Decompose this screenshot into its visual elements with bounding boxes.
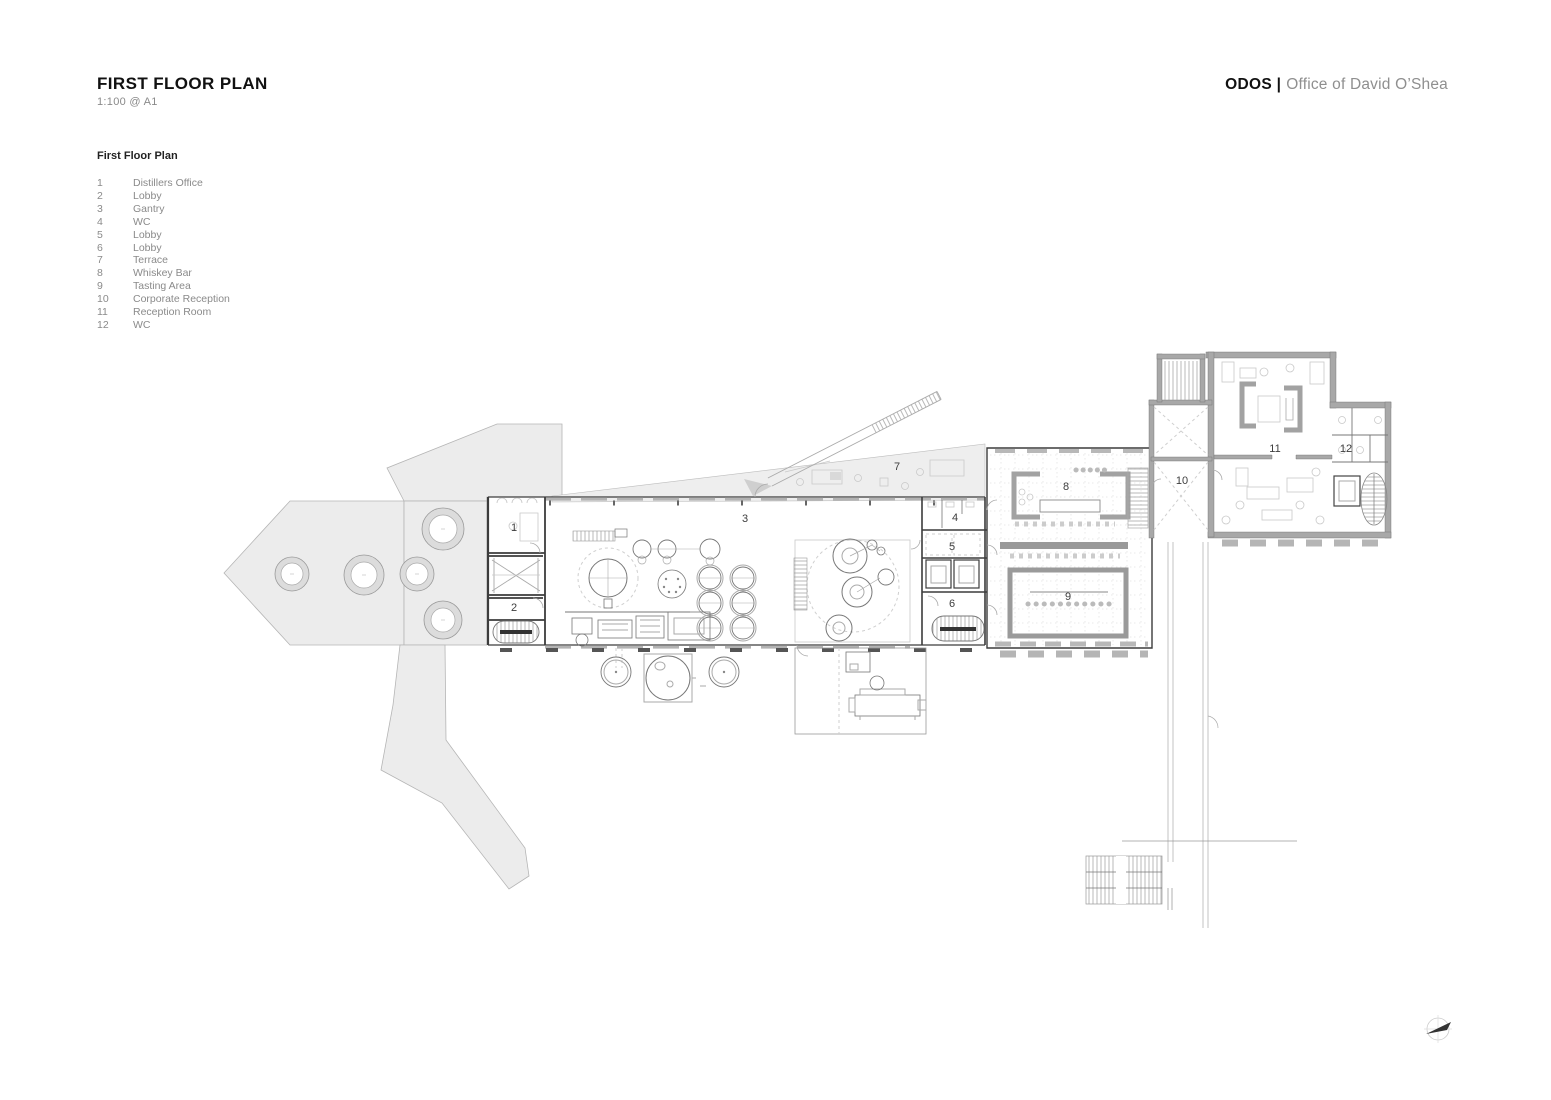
room-1-distillers-office bbox=[489, 497, 546, 645]
mill bbox=[657, 569, 687, 599]
washbacks bbox=[696, 564, 757, 642]
wc-12 bbox=[1332, 408, 1388, 463]
stills bbox=[793, 538, 911, 643]
landscape-tail bbox=[380, 644, 530, 890]
block-stair bbox=[1127, 467, 1149, 529]
courtyard-walls bbox=[1239, 381, 1303, 433]
title-block: FIRST FLOOR PLAN 1:100 @ A1 bbox=[97, 74, 268, 108]
room-2-stair bbox=[492, 597, 544, 644]
whiskey-bar-tasting-block bbox=[986, 447, 1153, 658]
ramp bbox=[767, 391, 942, 487]
landscape bbox=[223, 423, 986, 890]
brand-logo: ODOS | bbox=[1225, 76, 1282, 93]
terrace-apron bbox=[551, 443, 986, 503]
room-label-9: 9 bbox=[1065, 591, 1071, 603]
room-label-8: 8 bbox=[1063, 481, 1069, 493]
room-label-1: 1 bbox=[511, 522, 517, 534]
legend-heading: First Floor Plan bbox=[97, 150, 178, 162]
room-label-7: 7 bbox=[894, 461, 900, 473]
page-title: FIRST FLOOR PLAN bbox=[97, 74, 268, 93]
main-building bbox=[486, 483, 987, 668]
room-label-5: 5 bbox=[949, 541, 955, 553]
room-label-11: 11 bbox=[1269, 443, 1280, 455]
south-tanks bbox=[600, 653, 740, 703]
lobby-10 bbox=[1153, 406, 1209, 531]
boiler bbox=[848, 675, 927, 720]
room-label-6: 6 bbox=[949, 598, 955, 610]
tasting-table-structure bbox=[1007, 567, 1129, 639]
elliptical-stair bbox=[1360, 472, 1388, 526]
room-labels: 1 2 3 4 5 6 7 8 9 10 11 12 bbox=[511, 443, 1352, 614]
room-label-12: 12 bbox=[1340, 443, 1352, 455]
small-vessels bbox=[632, 538, 721, 566]
room-label-3: 3 bbox=[742, 513, 748, 525]
rooms-4-5-6 bbox=[921, 497, 987, 645]
brand: ODOS |Office of David O’Shea bbox=[1225, 76, 1448, 94]
reception-furniture bbox=[1221, 361, 1325, 525]
lift bbox=[1333, 475, 1361, 507]
service-yard bbox=[600, 647, 927, 735]
outdoor-tanks bbox=[274, 507, 465, 640]
room-label-2: 2 bbox=[511, 602, 517, 614]
door-arcs bbox=[754, 483, 921, 657]
brand-name: Office of David O’Shea bbox=[1286, 76, 1448, 93]
room-label-4: 4 bbox=[952, 512, 958, 524]
terrace bbox=[767, 391, 965, 490]
site-paths bbox=[1085, 542, 1297, 928]
entry-stair bbox=[1164, 361, 1198, 401]
hall-stair bbox=[572, 530, 616, 542]
reception-building bbox=[1148, 351, 1392, 547]
ramp-room bbox=[491, 558, 541, 593]
room-label-10: 10 bbox=[1176, 475, 1188, 487]
scale-note: 1:100 @ A1 bbox=[97, 96, 158, 108]
machinery-room bbox=[565, 611, 711, 668]
external-stair bbox=[1085, 855, 1163, 905]
mash-tun bbox=[577, 547, 639, 609]
whiskey-bar-structure bbox=[1011, 467, 1131, 520]
north-arrow-icon bbox=[1424, 1015, 1452, 1043]
